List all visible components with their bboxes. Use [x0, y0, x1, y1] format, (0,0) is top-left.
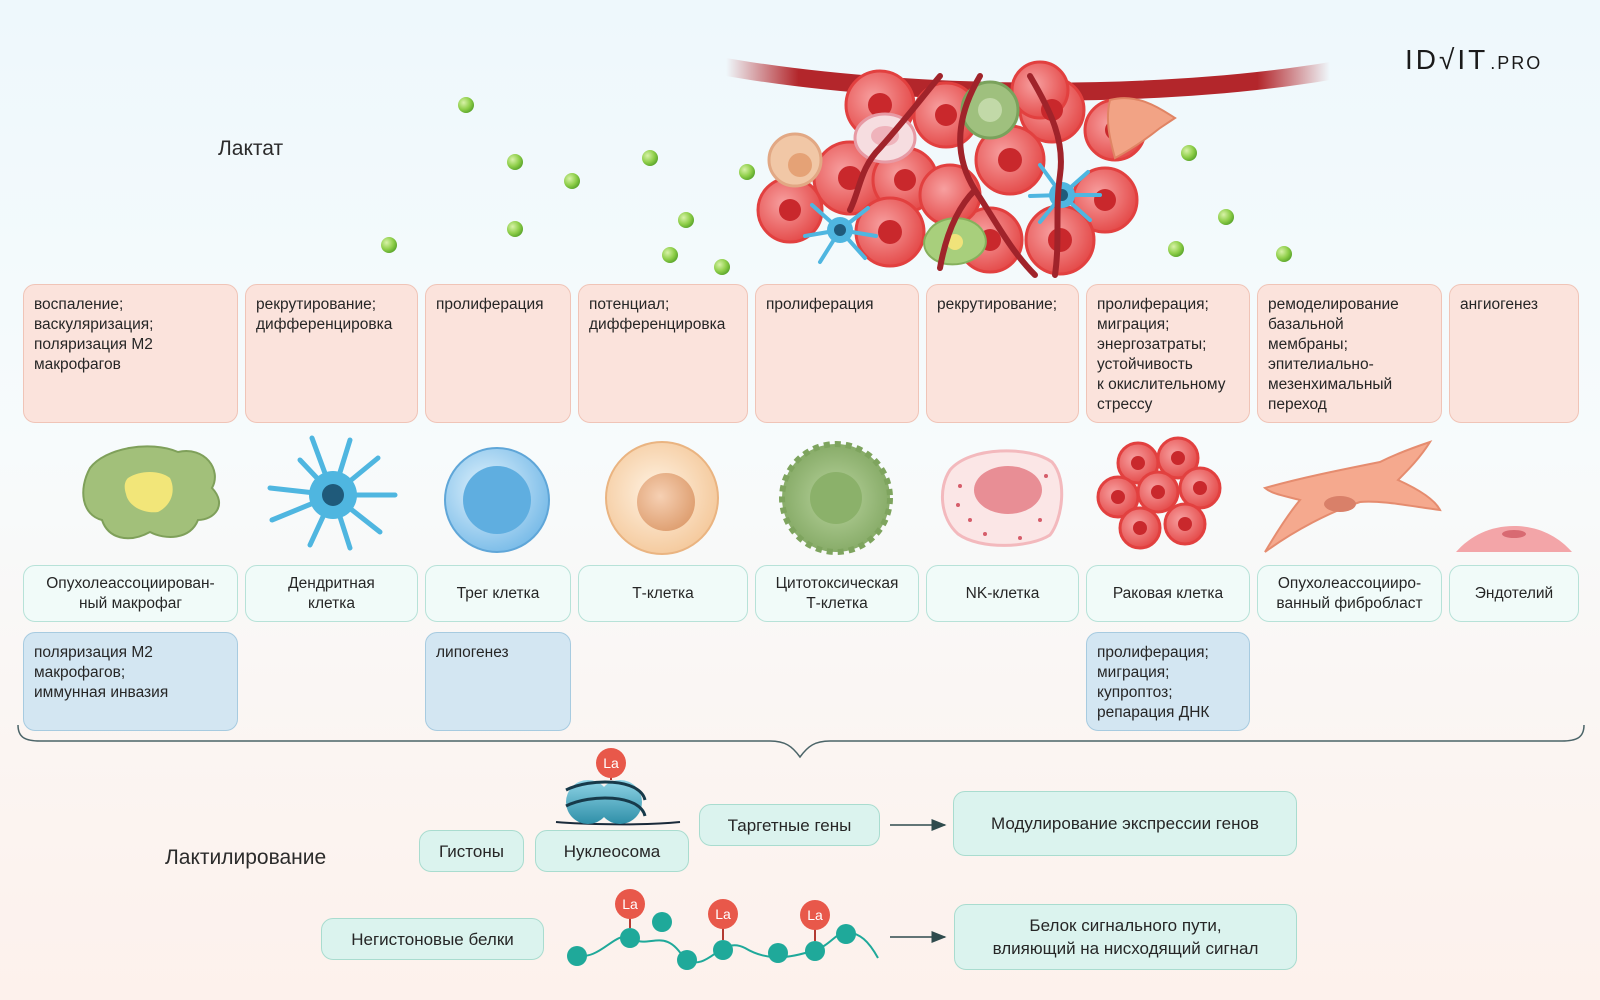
cell-name-nk: NK-клетка: [926, 565, 1079, 622]
cell-name-text: Опухолеассоцииро- ванный фибробласт: [1276, 574, 1423, 612]
cell-name-endothelium: Эндотелий: [1449, 565, 1579, 622]
cell-name-fibroblast: Опухолеассоцииро- ванный фибробласт: [1257, 565, 1442, 622]
effect-box-t-cell: потенциал; дифференцировка: [578, 284, 748, 423]
effect-text: рекрутирование;: [937, 296, 1058, 313]
lactylation-effect-macrophage: поляризация М2 макрофагов; иммунная инва…: [23, 632, 238, 731]
protein-chain-icon: [567, 912, 879, 970]
cell-name-macrophage: Опухолеассоциирован- ный макрофаг: [23, 565, 238, 622]
effect-text: рекрутирование; дифференцировка: [256, 296, 393, 333]
endothelium-icon: [1456, 526, 1572, 552]
la-badge-protein-2: La: [708, 899, 738, 929]
lactate-dot: [1218, 209, 1234, 225]
lactate-dot: [1168, 241, 1184, 257]
treg-cell-icon: [444, 447, 550, 553]
lactylation-effect-text: липогенез: [436, 644, 509, 661]
cell-name-cancer: Раковая клетка: [1086, 565, 1250, 622]
lactate-dot: [507, 221, 523, 237]
cell-name-text: Раковая клетка: [1112, 584, 1224, 602]
signal-protein-pill: Белок сигнального пути, влияющий на нисх…: [954, 904, 1297, 970]
effect-text: ремоделирование базальной мембраны; эпит…: [1268, 296, 1399, 413]
gene-modulation-pill: Модулирование экспрессии генов: [953, 791, 1297, 856]
lactate-dot: [739, 164, 755, 180]
lactate-dot: [642, 150, 658, 166]
nucleosome-text: Нуклеосома: [563, 841, 661, 861]
effect-box-fibroblast: ремоделирование базальной мембраны; эпит…: [1257, 284, 1442, 423]
non-histone-proteins-pill: Негистоновые белки: [321, 918, 544, 960]
nucleosome-pill: Нуклеосома: [535, 830, 689, 872]
histones-text: Гистоны: [439, 841, 504, 861]
cell-name-text: Трег клетка: [456, 584, 540, 602]
effect-text: воспаление; васкуляризация; поляризация …: [34, 296, 154, 373]
lactylation-effect-treg: липогенез: [425, 632, 571, 731]
target-genes-text: Таргетные гены: [727, 815, 852, 835]
idvit-logo[interactable]: ID√IT.PRO: [1405, 44, 1542, 76]
cell-name-t-cell: Т-клетка: [578, 565, 748, 622]
effect-box-dendritic: рекрутирование; дифференцировка: [245, 284, 418, 423]
cell-name-cytotoxic: Цитотоксическая Т-клетка: [755, 565, 919, 622]
logo-main: ID√IT: [1405, 44, 1489, 75]
lactate-dot: [458, 97, 474, 113]
la-tag-text: La: [807, 907, 823, 923]
non-histone-text: Негистоновые белки: [351, 929, 514, 949]
effect-box-macrophage: воспаление; васкуляризация; поляризация …: [23, 284, 238, 423]
lactate-dot: [1276, 246, 1292, 262]
la-tag-text: La: [622, 896, 638, 912]
lactylation-effect-text: пролиферация; миграция; купроптоз; репар…: [1097, 644, 1210, 721]
t-cell-icon: [605, 441, 719, 555]
lactate-label: Лактат: [218, 137, 284, 160]
effect-text: пролиферация: [436, 296, 544, 313]
signal-protein-text: Белок сигнального пути, влияющий на нисх…: [992, 916, 1259, 958]
la-badge-nucleosome: La: [596, 748, 626, 778]
effect-box-cancer: пролиферация; миграция; энергозатраты; у…: [1086, 284, 1250, 423]
effect-box-cytotoxic: пролиферация: [755, 284, 919, 423]
effect-box-nk: рекрутирование;: [926, 284, 1079, 423]
effect-box-endothelium: ангиогенез: [1449, 284, 1579, 423]
la-tag-text: La: [603, 755, 619, 771]
cell-name-text: NK-клетка: [965, 584, 1040, 602]
lactate-dot: [507, 154, 523, 170]
lactylation-effect-text: поляризация М2 макрофагов; иммунная инва…: [34, 644, 169, 701]
effect-text: пролиферация; миграция; энергозатраты; у…: [1097, 296, 1226, 413]
fibroblast-icon: [1262, 440, 1442, 553]
lactate-dot: [381, 237, 397, 253]
logo-suffix: .PRO: [1490, 53, 1543, 73]
cell-name-text: Эндотелий: [1474, 584, 1554, 602]
nucleosome-icon: [555, 770, 681, 826]
nk-cell-icon: [940, 449, 1064, 547]
lactate-dot: [662, 247, 678, 263]
target-genes-pill: Таргетные гены: [699, 804, 880, 846]
cell-name-text: Дендритная клетка: [288, 574, 375, 612]
effect-text: ангиогенез: [1460, 296, 1538, 313]
cell-name-text: Опухолеассоциирован- ный макрофаг: [46, 574, 215, 612]
cell-name-dendritic: Дендритная клетка: [245, 565, 418, 622]
la-badge-protein-3: La: [800, 900, 830, 930]
cell-name-text: Цитотоксическая Т-клетка: [775, 574, 899, 612]
lactylation-label: Лактилирование: [165, 846, 327, 869]
effect-text: потенциал; дифференцировка: [589, 296, 726, 333]
lactate-dot: [678, 212, 694, 228]
cell-name-treg: Трег клетка: [425, 565, 571, 622]
lactylation-effect-cancer: пролиферация; миграция; купроптоз; репар…: [1086, 632, 1250, 731]
macrophage-icon: [82, 445, 220, 540]
histones-pill: Гистоны: [419, 830, 524, 872]
la-tag-text: La: [715, 906, 731, 922]
cytotoxic-t-cell-icon: [779, 441, 893, 555]
cell-name-text: Т-клетка: [632, 584, 694, 602]
gene-modulation-text: Модулирование экспрессии генов: [991, 814, 1259, 833]
lactate-dot: [714, 259, 730, 275]
effect-text: пролиферация: [766, 296, 874, 313]
lactate-dot: [564, 173, 580, 189]
dendritic-cell-icon: [267, 435, 398, 551]
effect-box-treg: пролиферация: [425, 284, 571, 423]
la-badge-protein-1: La: [615, 889, 645, 919]
lactate-dot: [1181, 145, 1197, 161]
